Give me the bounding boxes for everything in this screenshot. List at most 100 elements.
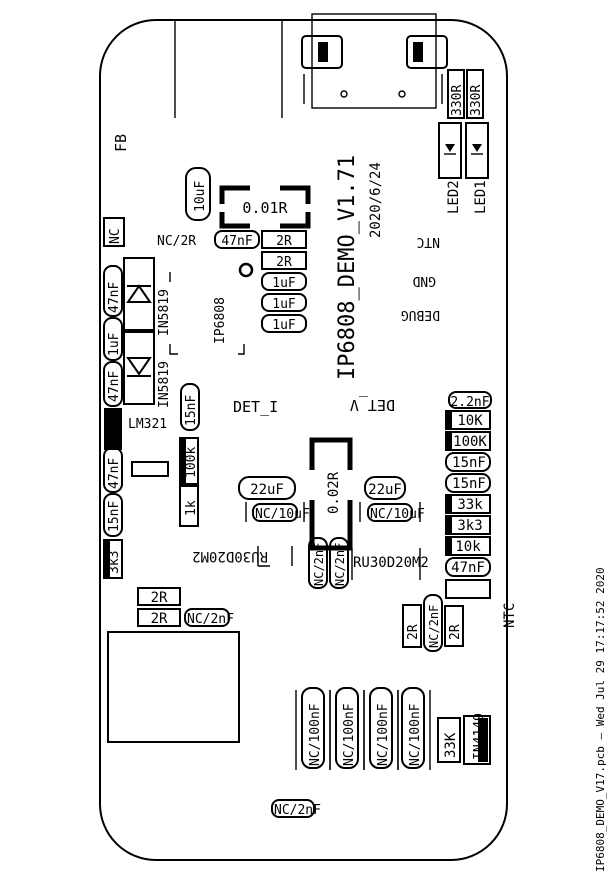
resistor-2r-b: 2R bbox=[261, 251, 307, 270]
cap-2-2nf: 2.2nF bbox=[448, 391, 492, 410]
resistor-2r-n-side: 2R bbox=[444, 605, 464, 647]
svg-text:2R: 2R bbox=[406, 624, 421, 640]
svg-text:1k: 1k bbox=[184, 500, 199, 516]
svg-text:330R: 330R bbox=[450, 85, 465, 116]
svg-text:NC/10uF: NC/10uF bbox=[255, 507, 310, 522]
resistor-2r-m: 2R bbox=[402, 604, 422, 648]
lm321-label: LM321 bbox=[128, 417, 167, 432]
resistor-2r-a: 2R bbox=[261, 230, 307, 249]
svg-text:NC: NC bbox=[108, 228, 123, 244]
svg-text:2R: 2R bbox=[448, 624, 463, 640]
diode-in5819-a: IN5819 bbox=[123, 257, 172, 336]
svg-text:33K: 33K bbox=[443, 732, 459, 758]
cap-47nf-l2: 47nF bbox=[103, 361, 123, 407]
diode-in4149: IN4149 bbox=[463, 713, 491, 765]
resistor-10k-b: 10k bbox=[445, 536, 491, 556]
svg-text:10K: 10K bbox=[457, 413, 483, 429]
mosfet-left-bracket bbox=[257, 546, 293, 567]
svg-text:1uF: 1uF bbox=[107, 332, 122, 356]
cap-47nf-right: 47nF bbox=[445, 557, 491, 577]
ic-ip6808: IP6808 bbox=[169, 262, 254, 355]
svg-text:1uF: 1uF bbox=[272, 297, 296, 312]
svg-text:33k: 33k bbox=[457, 497, 483, 513]
resistor-330r-b: 330R bbox=[466, 69, 484, 119]
resistor-2r-l1: 2R bbox=[137, 587, 181, 606]
svg-text:15nF: 15nF bbox=[452, 455, 486, 471]
cap-nc-100nf-d: NC/100nF bbox=[397, 687, 431, 770]
svg-text:15nF: 15nF bbox=[452, 476, 486, 492]
svg-text:3k3: 3k3 bbox=[107, 551, 122, 574]
svg-text:NC/2nF: NC/2nF bbox=[333, 543, 347, 586]
board-date: 2020/6/24 bbox=[368, 162, 384, 238]
svg-text:NC/100nF: NC/100nF bbox=[376, 703, 391, 766]
fb-label: FB bbox=[112, 134, 130, 152]
svg-text:IN5819: IN5819 bbox=[157, 361, 172, 408]
svg-text:1uF: 1uF bbox=[272, 318, 296, 333]
board-title: IP6808_DEMO_V1.71 bbox=[335, 155, 360, 380]
svg-text:47nF: 47nF bbox=[221, 234, 252, 249]
svg-text:LED1: LED1 bbox=[473, 180, 489, 214]
nc-2r: NC/2R bbox=[157, 234, 196, 249]
svg-text:2R: 2R bbox=[276, 234, 292, 249]
mosfet-right-bracket bbox=[351, 548, 421, 580]
resistor-330r-a: 330R bbox=[447, 69, 465, 119]
mosfet-label-left: RU30D20M2 bbox=[192, 548, 268, 564]
shunt-0-02r: 0.02R bbox=[309, 437, 353, 551]
resistor-33k-b: 33K bbox=[437, 717, 461, 763]
det-i-label: DET_I bbox=[233, 398, 278, 416]
svg-text:2R: 2R bbox=[151, 590, 168, 606]
svg-text:NC/100nF: NC/100nF bbox=[408, 703, 423, 766]
cap-1uf-left: 1uF bbox=[103, 317, 123, 361]
cap-nc-2nf-b: NC/2nF bbox=[329, 537, 349, 589]
svg-text:NC/2nF: NC/2nF bbox=[312, 543, 326, 586]
diode-in5819-b: IN5819 bbox=[123, 331, 172, 408]
svg-text:100K: 100K bbox=[453, 434, 487, 450]
cap-1uf-a: 1uF bbox=[261, 272, 307, 291]
cap-15nf-center: 15nF bbox=[180, 383, 200, 431]
resistor-10k-a: 10K bbox=[445, 410, 491, 430]
svg-text:47nF: 47nF bbox=[451, 560, 485, 576]
resistor-2r-l2: 2R bbox=[137, 608, 181, 627]
svg-text:22uF: 22uF bbox=[250, 482, 284, 498]
svg-text:15nF: 15nF bbox=[107, 501, 122, 532]
cap-1uf-b: 1uF bbox=[261, 293, 307, 312]
cap-22uf-left: 22uF bbox=[238, 476, 296, 500]
resistor-100k-b: 100K bbox=[445, 431, 491, 451]
cap-nc-10uf-right: NC/10uF bbox=[359, 502, 425, 522]
lm321-chip bbox=[131, 461, 169, 477]
cap-nc-2nf-bottom: NC/2nF bbox=[271, 799, 321, 818]
cap-nc-100nf-b: NC/100nF bbox=[329, 687, 365, 770]
board-outline bbox=[99, 19, 508, 861]
svg-text:15nF: 15nF bbox=[184, 395, 199, 426]
cap-nc-2nf-l: NC/2nF bbox=[184, 608, 234, 627]
cap-15nf-a: 15nF bbox=[445, 452, 491, 472]
shunt-0-01r: 0.01R bbox=[219, 185, 311, 229]
resistor-100r: 100R bbox=[104, 408, 122, 450]
cap-10uf: 10uF bbox=[185, 167, 211, 221]
svg-text:NC/2nF: NC/2nF bbox=[274, 803, 321, 818]
ntc-label: NTC bbox=[417, 234, 440, 249]
svg-text:NC/10uF: NC/10uF bbox=[370, 507, 425, 522]
cap-47nf-l1: 47nF bbox=[103, 265, 123, 317]
svg-text:10uF: 10uF bbox=[193, 181, 208, 212]
svg-text:3k3: 3k3 bbox=[457, 518, 482, 534]
ntc-bottom-label: NTC bbox=[502, 603, 518, 628]
gnd-label: GND bbox=[412, 273, 436, 288]
mosfet-label-right: RU30D20M2 bbox=[353, 555, 429, 571]
resistor-100k-v: 100k bbox=[179, 437, 199, 485]
cap-1uf-c: 1uF bbox=[261, 314, 307, 333]
svg-text:47nF: 47nF bbox=[107, 282, 122, 313]
svg-text:100R: 100R bbox=[107, 416, 122, 447]
inductor-box bbox=[107, 631, 240, 743]
cap-15nf-left: 15nF bbox=[103, 493, 123, 537]
cap-nc-10uf-left: NC/10uF bbox=[245, 502, 310, 522]
svg-text:1uF: 1uF bbox=[272, 276, 296, 291]
cap-nc-2nf-a: NC/2nF bbox=[308, 537, 328, 589]
ntc-part bbox=[445, 579, 491, 599]
svg-text:100k: 100k bbox=[184, 447, 199, 478]
svg-text:IN4149: IN4149 bbox=[472, 713, 487, 760]
cap-nc-100nf-a: NC/100nF bbox=[295, 687, 331, 770]
svg-text:IN5819: IN5819 bbox=[157, 289, 172, 336]
footer-text: IP6808_DEMO_V17.pcb — Wed Jul 29 17:17:5… bbox=[594, 567, 607, 872]
